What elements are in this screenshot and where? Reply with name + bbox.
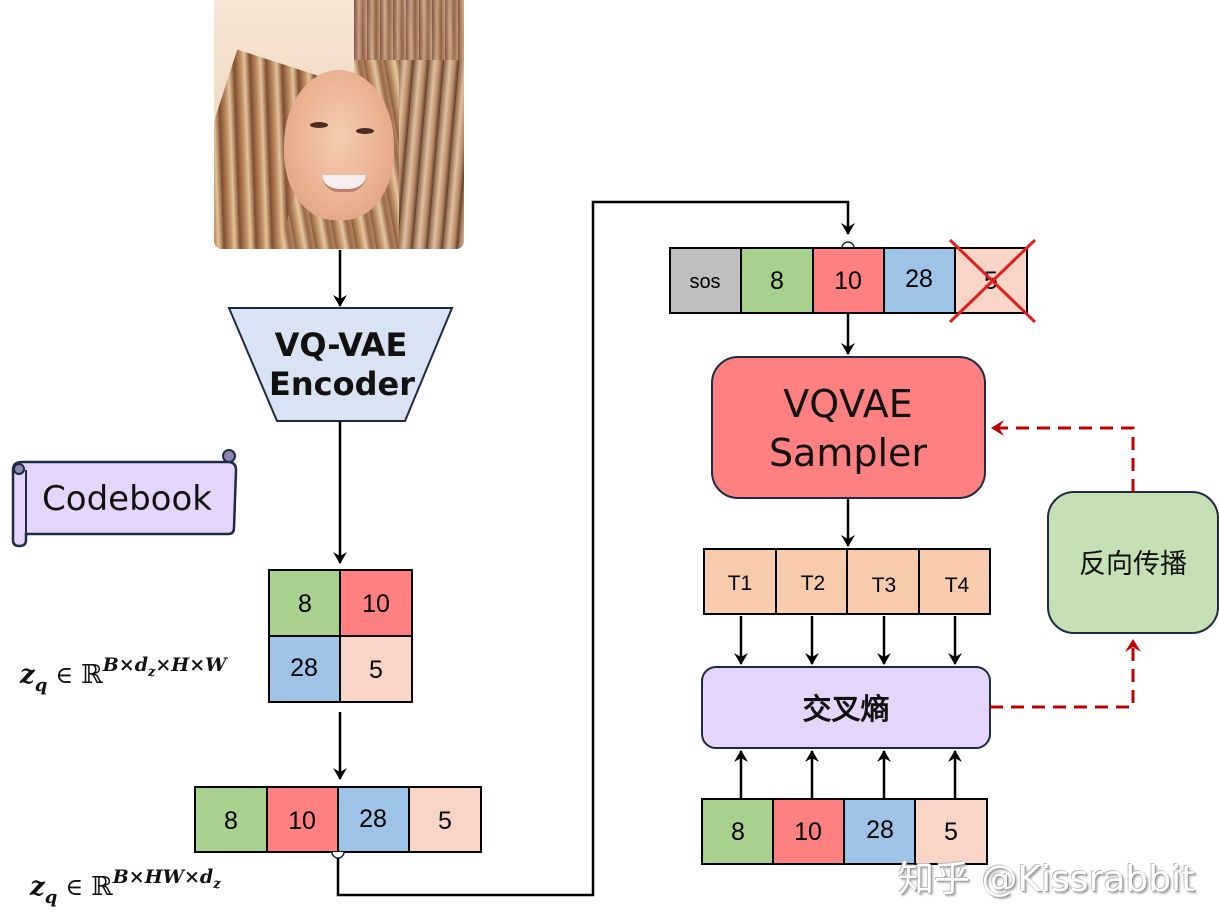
svg-text:28: 28 (866, 816, 894, 844)
codebook-scroll: Codebook (11, 449, 238, 548)
predicted-tokens: T1 T2 T3 T4 (703, 548, 991, 615)
svg-text:T3: T3 (872, 574, 897, 597)
svg-text:10: 10 (362, 590, 390, 618)
grid-shape-label: zq∈ℝB×dz×H×W (20, 654, 227, 696)
vqvae-encoder: VQ-VAE Encoder (227, 307, 454, 422)
sampler-label-line2: Sampler (769, 431, 927, 475)
input-face-image (214, 0, 464, 249)
backpropagation: 反向传播 (1047, 491, 1219, 634)
vqvae-sampler: VQVAE Sampler (711, 356, 986, 499)
svg-text:28: 28 (905, 265, 933, 293)
encoder-label-line1: VQ-VAE (275, 326, 408, 364)
flat-shape-label: zq∈ℝB×HW×dz (30, 866, 221, 908)
dashed-arrow-loss-to-backprop (990, 639, 1141, 709)
svg-text:10: 10 (834, 267, 862, 295)
svg-text:8: 8 (731, 818, 745, 846)
sampler-label-line1: VQVAE (783, 382, 912, 426)
backprop-label: 反向传播 (1079, 549, 1187, 580)
svg-text:5: 5 (369, 656, 383, 684)
svg-text:T2: T2 (801, 572, 826, 595)
encoder-label-line2: Encoder (269, 365, 415, 403)
svg-text:T1: T1 (728, 572, 753, 595)
sampler-input-sequence: sos 8 10 28 5 (669, 238, 1037, 324)
svg-text:8: 8 (298, 590, 312, 618)
svg-text:28: 28 (290, 654, 318, 682)
svg-text:T4: T4 (945, 574, 970, 597)
flattened-sequence: 8 10 28 5 (194, 786, 482, 853)
loss-label: 交叉熵 (802, 692, 889, 726)
cross-out-icon (948, 238, 1037, 324)
svg-text:5: 5 (438, 807, 452, 835)
cross-entropy-loss: 交叉熵 (701, 666, 991, 749)
arrow-flat-to-input-sequence (336, 200, 855, 897)
watermark: 知乎 @Kissrabbit (898, 859, 1196, 900)
target-tokens: 8 10 28 5 (701, 798, 988, 865)
svg-text:10: 10 (288, 807, 316, 835)
svg-text:8: 8 (770, 267, 784, 295)
svg-text:8: 8 (224, 807, 238, 835)
sos-token: sos (689, 271, 720, 293)
svg-text:28: 28 (359, 805, 387, 833)
quantized-grid-2x2: 8 10 28 5 (268, 569, 413, 703)
codebook-label: Codebook (42, 479, 212, 519)
svg-text:10: 10 (794, 818, 822, 846)
svg-text:5: 5 (944, 818, 958, 846)
dashed-arrow-backprop-to-sampler (991, 420, 1135, 492)
